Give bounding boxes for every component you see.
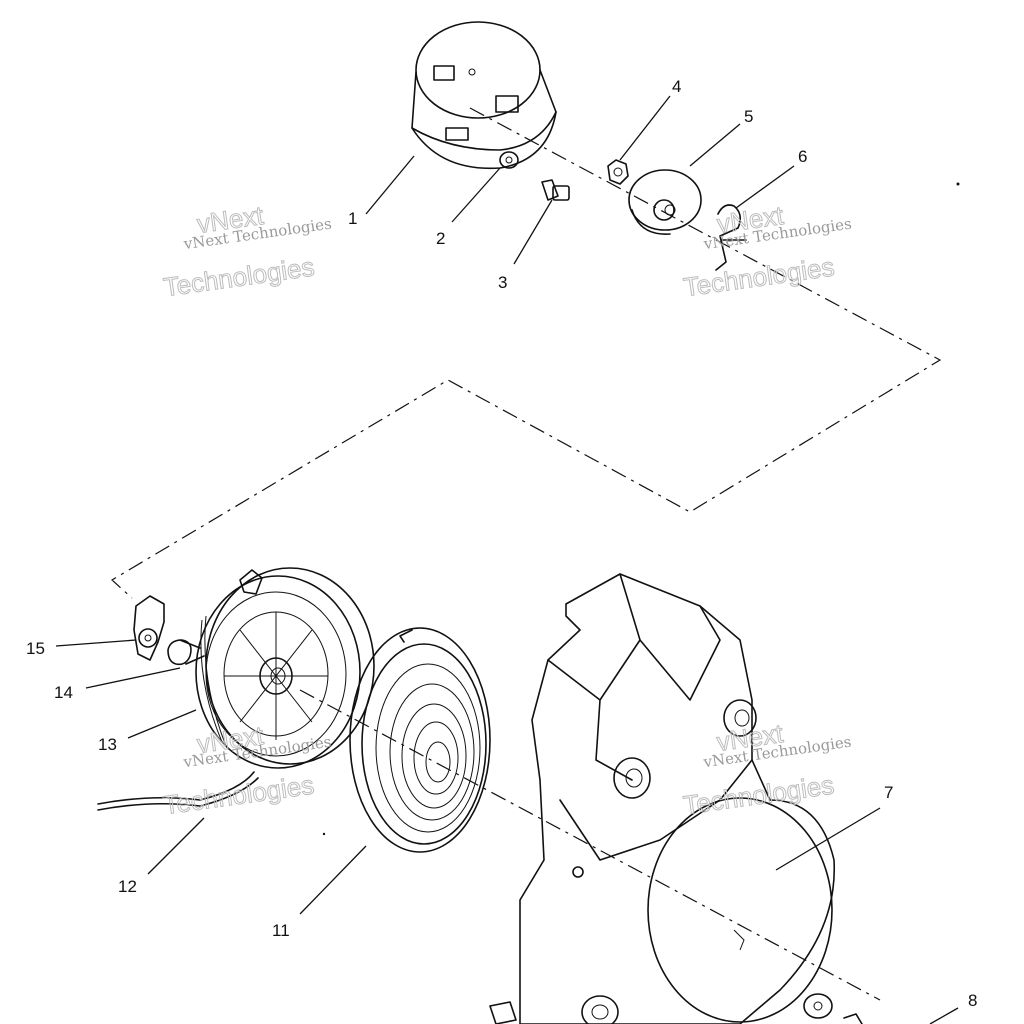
svg-text:Technologies: Technologies — [681, 770, 835, 821]
part-nut — [607, 159, 629, 185]
callout-4: 4 — [672, 77, 681, 96]
callout-12: 12 — [118, 877, 137, 896]
callout-6: 6 — [798, 147, 807, 166]
leader-lines — [55, 95, 959, 1024]
speck-dot — [956, 182, 960, 186]
part-pawl — [133, 595, 165, 661]
part-recoil-spring — [349, 627, 491, 853]
part-rope-pulley — [195, 567, 375, 769]
callout-labels: 1 2 3 4 5 6 7 8 11 12 13 14 15 — [26, 77, 977, 1010]
part-starter-cup — [411, 21, 557, 170]
part-spring-clip — [715, 204, 747, 271]
watermark-top-left: vNext vNext Technologies Technologies — [161, 199, 333, 302]
callout-13: 13 — [98, 735, 117, 754]
watermark-bottom-right: vNext vNext Technologies Technologies — [681, 717, 853, 821]
callout-1: 1 — [348, 209, 357, 228]
part-mounting-washer — [803, 993, 863, 1024]
callout-15: 15 — [26, 639, 45, 658]
callout-7: 7 — [884, 783, 893, 802]
callout-14: 14 — [54, 683, 73, 702]
callout-2: 2 — [436, 229, 445, 248]
part-washer — [499, 151, 519, 169]
part-starter-housing — [489, 573, 836, 1024]
svg-text:Technologies: Technologies — [682, 251, 836, 302]
svg-text:Technologies: Technologies — [161, 770, 315, 821]
callout-5: 5 — [744, 107, 753, 126]
part-starter-rope — [97, 771, 259, 811]
watermark-bottom-left: vNext vNext Technologies Technologies — [161, 719, 333, 821]
speck-dot — [322, 832, 326, 836]
part-ratchet-disc — [628, 169, 702, 235]
callout-3: 3 — [498, 273, 507, 292]
svg-text:Technologies: Technologies — [162, 251, 316, 302]
part-bolt — [541, 179, 570, 201]
assembly-dash-line-top — [110, 107, 942, 599]
watermark-top-right: vNext vNext Technologies Technologies — [681, 199, 853, 302]
part-pawl-spring — [167, 639, 205, 666]
callout-11: 11 — [272, 921, 290, 940]
callout-8: 8 — [968, 991, 977, 1010]
